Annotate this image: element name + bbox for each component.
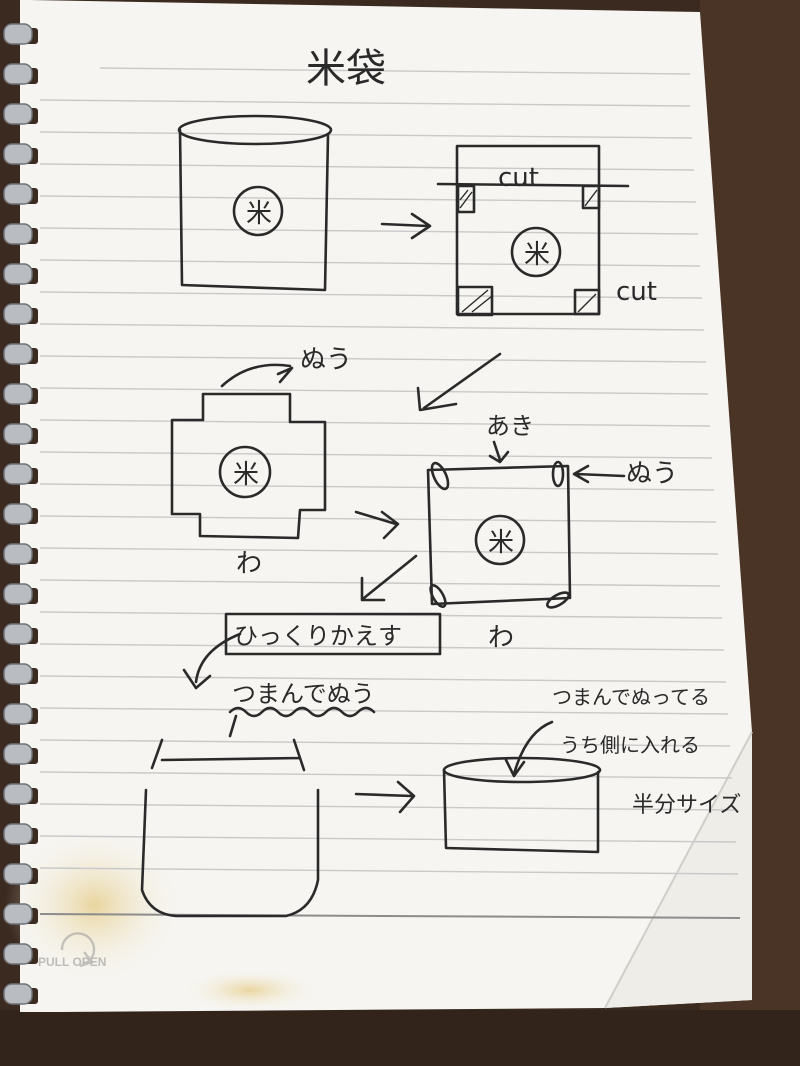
rice-mark-2: 米 bbox=[524, 240, 550, 270]
pull-open-arrow-icon bbox=[60, 932, 96, 968]
sewn-bag-sketch bbox=[426, 440, 626, 609]
spiral-ring bbox=[3, 743, 33, 765]
spiral-ring bbox=[3, 943, 33, 965]
unfolded-pattern-sketch bbox=[170, 363, 327, 540]
label-pinch-sew-inside-2: うち側に入れる bbox=[560, 733, 700, 757]
spiral-binding bbox=[3, 23, 38, 1005]
label-fold-2: わ bbox=[488, 623, 514, 653]
label-sew-1: ぬう bbox=[300, 345, 352, 375]
label-turn-over: ひっくりかえす bbox=[234, 622, 402, 650]
rice-mark-1: 米 bbox=[246, 199, 272, 229]
spiral-ring bbox=[3, 183, 33, 205]
label-pinch-sew-inside-1: つまんでぬってる bbox=[552, 685, 710, 709]
note-title: 米袋 bbox=[306, 46, 386, 92]
spiral-ring bbox=[3, 983, 33, 1005]
sketch-ink bbox=[140, 114, 630, 918]
label-cut-top: cut bbox=[498, 163, 539, 193]
spiral-ring bbox=[3, 543, 33, 565]
spiral-ring bbox=[3, 383, 33, 405]
rice-mark-3: 米 bbox=[233, 460, 259, 490]
coffee-stain bbox=[5, 825, 185, 985]
spiral-ring bbox=[3, 463, 33, 485]
spiral-ring bbox=[3, 663, 33, 685]
spiral-ring bbox=[3, 303, 33, 325]
label-size: 半分サイズ bbox=[632, 793, 741, 818]
pull-open-text: PULL OPEN bbox=[38, 955, 106, 969]
arrow-right-3 bbox=[354, 780, 416, 814]
spiral-ring bbox=[3, 63, 33, 85]
bottom-scale-line bbox=[39, 913, 741, 919]
spiral-ring bbox=[3, 623, 33, 645]
label-cut-bottom: cut bbox=[616, 277, 657, 307]
spiral-ring bbox=[3, 23, 33, 45]
spiral-ring bbox=[3, 223, 33, 245]
label-gusset: あき bbox=[486, 412, 534, 440]
spiral-ring bbox=[3, 583, 33, 605]
turn-over-box bbox=[224, 612, 442, 656]
spiral-ring bbox=[3, 903, 33, 925]
ruled-lines bbox=[39, 67, 739, 875]
arrow-down-left-2 bbox=[360, 554, 418, 602]
spiral-ring bbox=[3, 823, 33, 845]
arrow-right-2 bbox=[354, 510, 400, 540]
spiral-ring bbox=[3, 863, 33, 885]
spiral-ring bbox=[3, 423, 33, 445]
cut-panel-sketch bbox=[436, 144, 630, 317]
rice-bag-sketch bbox=[177, 114, 333, 292]
pinch-underline bbox=[228, 706, 376, 718]
spiral-ring bbox=[3, 503, 33, 525]
spiral-ring bbox=[3, 103, 33, 125]
pull-open-imprint: PULL OPEN bbox=[38, 932, 106, 969]
spiral-ring bbox=[3, 783, 33, 805]
arrow-down-left-1 bbox=[416, 352, 502, 412]
rice-mark-4: 米 bbox=[488, 528, 514, 558]
label-sew-2: ぬう bbox=[626, 459, 678, 489]
label-fold-1: わ bbox=[236, 549, 262, 579]
finished-bag-sketch bbox=[442, 720, 602, 854]
spiral-ring bbox=[3, 703, 33, 725]
spiral-ring bbox=[3, 343, 33, 365]
label-pinch-sew: つまんでぬう bbox=[232, 680, 375, 708]
spiral-ring bbox=[3, 143, 33, 165]
arrow-right-1 bbox=[380, 212, 432, 240]
open-bag-sketch bbox=[140, 738, 320, 918]
spiral-ring bbox=[3, 263, 33, 285]
